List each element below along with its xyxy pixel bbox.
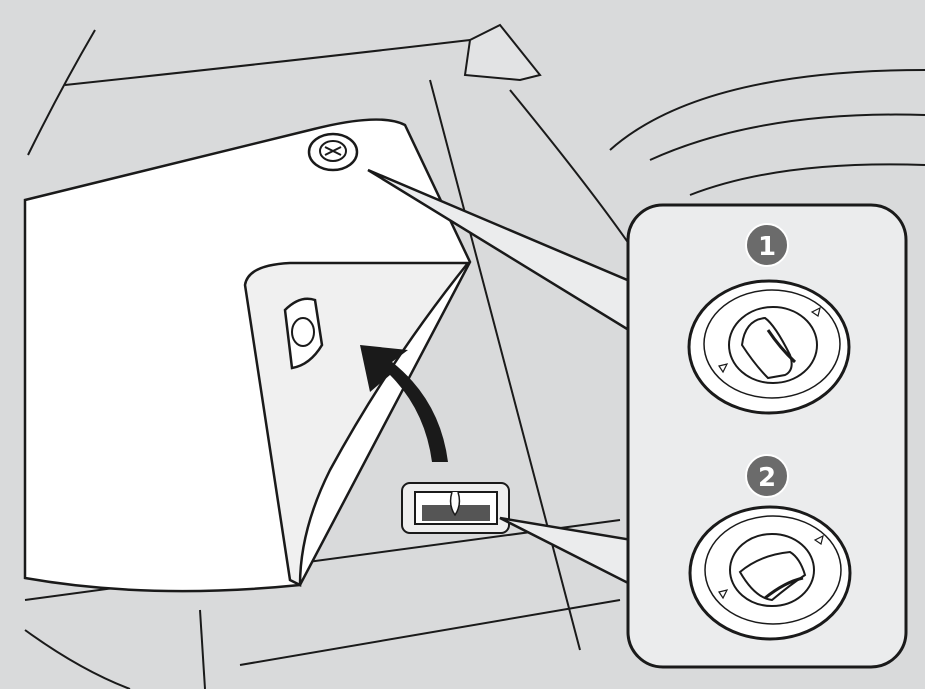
seat-line bbox=[689, 163, 925, 196]
seat-line bbox=[609, 69, 925, 151]
flap-button[interactable] bbox=[283, 297, 324, 370]
floor-line bbox=[199, 609, 206, 689]
curved-arrow-icon bbox=[360, 345, 448, 462]
console-line bbox=[429, 79, 581, 651]
screw-fastener[interactable] bbox=[307, 132, 359, 172]
step-badge-1: 1 bbox=[745, 223, 789, 267]
knob-detail-1 bbox=[687, 279, 851, 415]
floor-line bbox=[239, 599, 621, 666]
car-contour-line bbox=[27, 29, 96, 156]
step-badge-2-label: 2 bbox=[758, 463, 776, 493]
console-line bbox=[509, 89, 641, 261]
callout-leaders bbox=[367, 168, 634, 588]
step-badge-1-label: 1 bbox=[758, 232, 776, 262]
latch[interactable] bbox=[401, 482, 510, 534]
knob-detail-2 bbox=[688, 505, 852, 641]
glovebox-panel bbox=[23, 118, 472, 593]
car-contour-line bbox=[64, 39, 471, 86]
background-lines bbox=[24, 23, 925, 689]
step-badge-2: 2 bbox=[745, 454, 789, 498]
seat-edge bbox=[463, 23, 542, 82]
floor-line bbox=[24, 629, 131, 689]
seat-line bbox=[649, 113, 925, 161]
